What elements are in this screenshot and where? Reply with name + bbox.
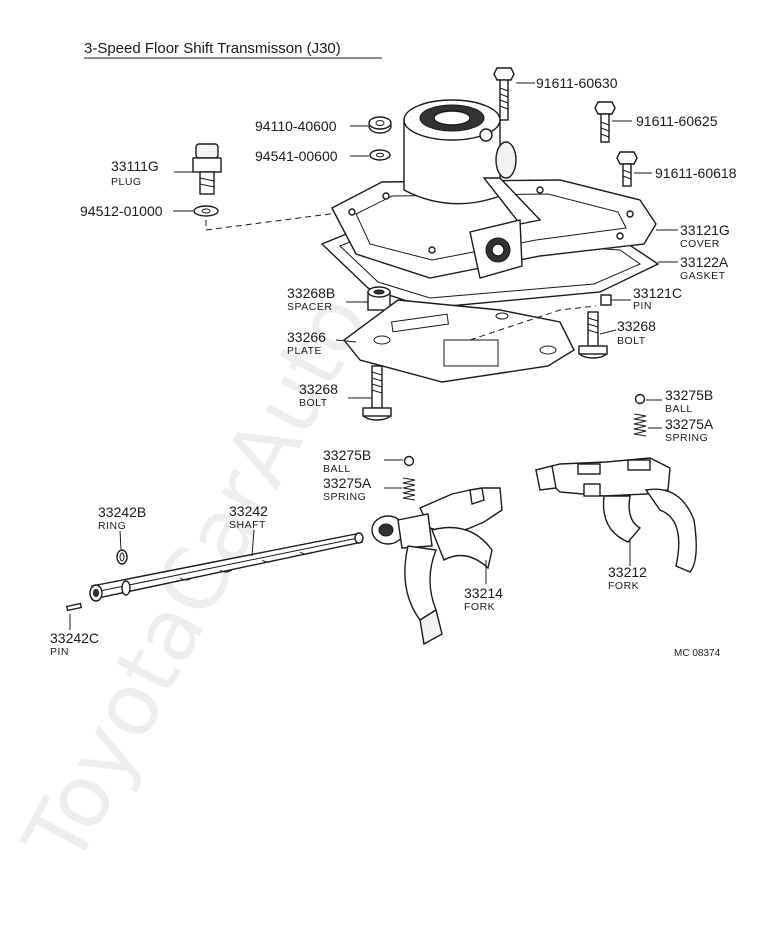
part-number-gasket: 33122A xyxy=(680,254,729,270)
part-number-plug-washer: 94512-01000 xyxy=(80,203,163,219)
fork-33214-drawing xyxy=(371,487,503,646)
part-number-ball-left: 33275B xyxy=(323,447,371,463)
plug-dashed-guide xyxy=(205,211,346,231)
part-name-plate: PLATE xyxy=(287,345,322,357)
diagram-title: 3-Speed Floor Shift Transmisson (J30) xyxy=(84,40,341,57)
shaft-drawing xyxy=(89,532,364,602)
spring-right-drawing xyxy=(633,413,647,437)
plug-washer-drawing xyxy=(193,205,219,217)
leader-ring xyxy=(119,530,122,550)
part-name-cover: COVER xyxy=(680,238,720,250)
part-number-91611-60625: 91611-60625 xyxy=(636,113,718,129)
part-number-plate: 33266 xyxy=(287,329,326,345)
part-name-gasket: GASKET xyxy=(680,270,726,282)
part-number-spacer: 33268B xyxy=(287,285,335,301)
part-name-bolt-right: BOLT xyxy=(617,335,646,347)
leader-plate xyxy=(335,339,357,343)
part-name-plug: PLUG xyxy=(111,176,142,188)
bolt-left-drawing xyxy=(362,365,392,421)
spacer-drawing xyxy=(367,286,391,311)
pin-cover-drawing xyxy=(600,294,612,306)
part-number-91611-60630: 91611-60630 xyxy=(536,75,618,91)
part-number-nut: 94110-40600 xyxy=(255,118,337,134)
part-name-fork-33214: FORK xyxy=(464,601,495,613)
part-name-bolt-left: BOLT xyxy=(299,397,328,409)
bolt-91611-60618-drawing xyxy=(616,151,638,187)
pin-shaft-drawing xyxy=(65,602,83,612)
part-number-pin-cover: 33121C xyxy=(633,285,682,301)
part-number-fork-33212: 33212 xyxy=(608,564,647,580)
part-number-91611-60618: 91611-60618 xyxy=(655,165,737,181)
plate-dashed-guide xyxy=(469,305,597,341)
part-number-spring-left: 33275A xyxy=(323,475,372,491)
part-number-ball-right: 33275B xyxy=(665,387,713,403)
part-name-shaft: SHAFT xyxy=(229,519,266,531)
part-number-plug: 33111G xyxy=(111,158,159,174)
leader-shaft xyxy=(251,529,255,557)
part-number-fork-33214: 33214 xyxy=(464,585,503,601)
ball-right-drawing xyxy=(634,393,646,405)
spring-left-drawing xyxy=(402,477,416,501)
part-name-spacer: SPACER xyxy=(287,301,332,313)
part-name-pin-shaft: PIN xyxy=(50,646,69,658)
part-number-bolt-right: 33268 xyxy=(617,318,656,334)
fork-33212-drawing xyxy=(534,457,697,573)
part-name-spring-left: SPRING xyxy=(323,491,366,503)
part-name-ball-left: BALL xyxy=(323,463,351,475)
diagram-reference-code: MC 08374 xyxy=(674,648,721,659)
part-number-washer: 94541-00600 xyxy=(255,148,338,164)
ball-left-drawing xyxy=(403,455,415,467)
part-number-ring: 33242B xyxy=(98,504,146,520)
leader-bolt-right xyxy=(599,329,617,335)
washer-drawing xyxy=(369,149,391,161)
part-number-cover: 33121G xyxy=(680,222,730,238)
part-name-ball-right: BALL xyxy=(665,403,693,415)
part-name-pin-cover: PIN xyxy=(633,300,652,312)
bolt-91611-60625-drawing xyxy=(594,101,616,143)
ring-drawing xyxy=(116,549,128,565)
part-number-shaft: 33242 xyxy=(229,503,268,519)
part-name-fork-33212: FORK xyxy=(608,580,639,592)
cover-drawing xyxy=(331,99,657,279)
bolt-91611-60630-drawing xyxy=(493,67,515,121)
nut-drawing xyxy=(368,116,392,134)
plug-drawing xyxy=(192,143,222,195)
bolt-right-drawing xyxy=(578,311,608,359)
part-number-bolt-left: 33268 xyxy=(299,381,338,397)
part-name-spring-right: SPRING xyxy=(665,432,708,444)
part-name-ring: RING xyxy=(98,520,126,532)
part-number-spring-right: 33275A xyxy=(665,416,714,432)
part-number-pin-shaft: 33242C xyxy=(50,630,99,646)
